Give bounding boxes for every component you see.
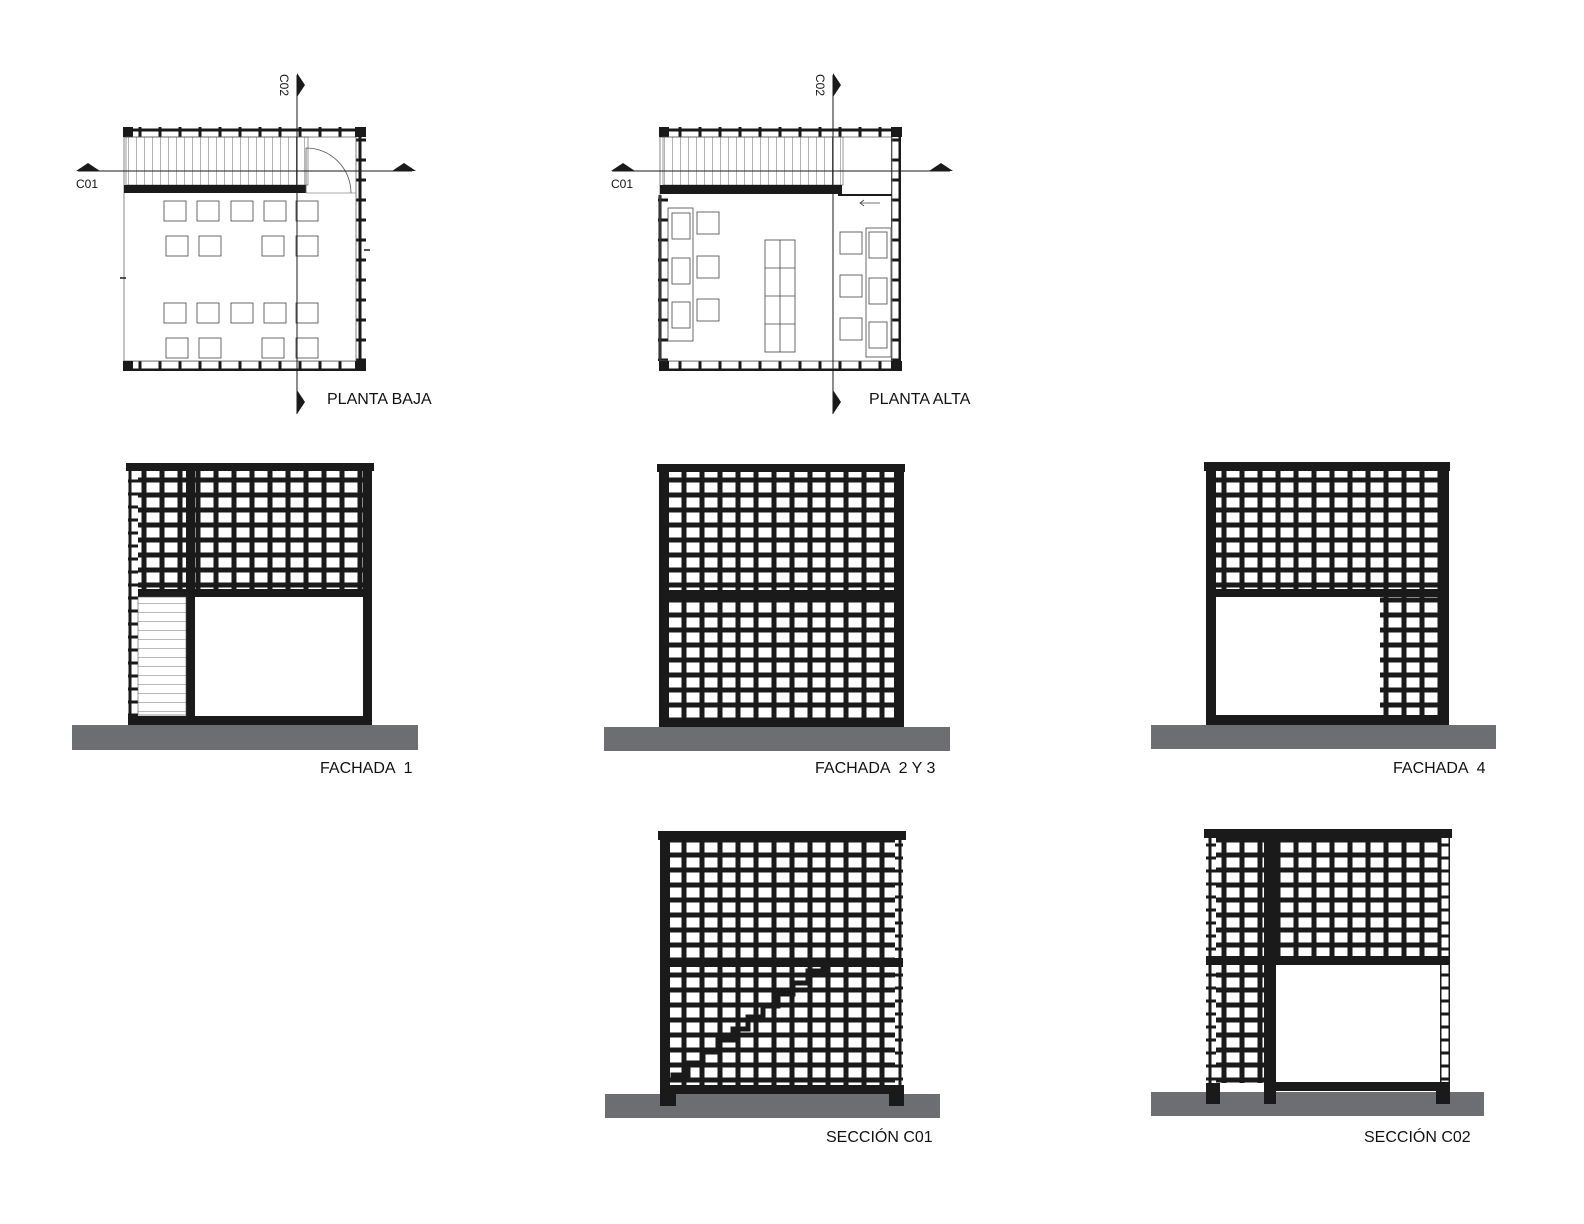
elevation-facade-4 [1151,462,1496,749]
cut-label-c02-upper: C02 [813,74,827,97]
plan-wall-top [124,127,364,137]
title-fachada-1: FACHADA 1 [320,760,413,777]
cut-line-c02-upper [832,73,841,414]
cut-line-c01 [76,163,416,172]
plan-upper-floor [611,73,953,414]
plan-wall-right [356,137,366,361]
title-seccion-c01: SECCIÓN C01 [826,1129,933,1146]
cut-line-c01-upper [611,163,953,172]
cut-label-c01-upper: C01 [611,177,634,191]
title-planta-alta: PLANTA ALTA [869,391,971,408]
section-c02 [1151,829,1484,1116]
plan-wall-bottom [124,361,364,371]
title-fachada-4: FACHADA 4 [1393,760,1486,777]
cut-label-c02: C02 [277,74,291,97]
section-c01 [605,831,940,1118]
cut-label-c01: C01 [76,177,99,191]
title-fachada-2-y-3: FACHADA 2 Y 3 [815,760,936,777]
cut-line-c02 [296,73,305,414]
plan-desks [163,200,319,359]
title-planta-baja: PLANTA BAJA [327,391,432,408]
section-stair [670,960,845,1082]
elevation-facade-1 [72,463,418,750]
plan-stair [125,136,309,186]
title-seccion-c02: SECCIÓN C02 [1364,1129,1471,1146]
plan-ground-floor [76,73,416,414]
elevation-facade-2-3 [604,464,950,751]
